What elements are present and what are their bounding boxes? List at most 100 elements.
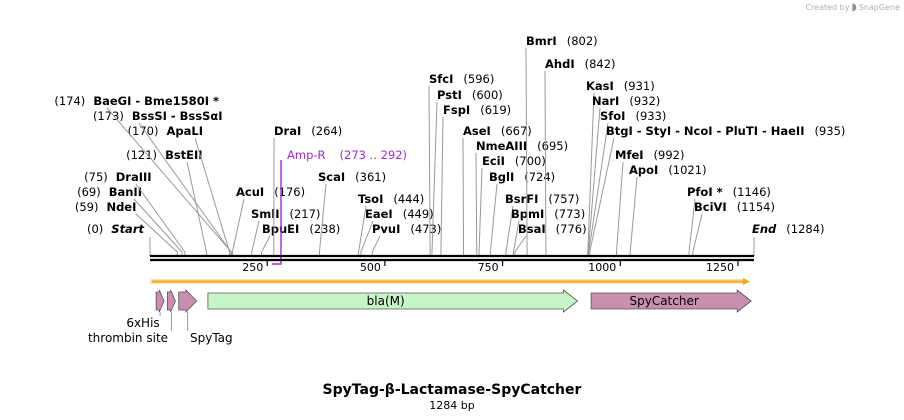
enzyme-site[interactable]: AcuI(176)	[231, 185, 305, 256]
feature-thrombin-site[interactable]: thrombin site	[88, 289, 176, 345]
primer-label[interactable]: Amp-R(273 .. 292)	[287, 148, 407, 162]
enzyme-name: FspI	[443, 103, 470, 117]
enzyme-site[interactable]: BmrI(802)	[525, 34, 598, 256]
enzyme-position: (176)	[274, 185, 305, 199]
enzyme-site[interactable]: NmeAIII (695)	[475, 139, 568, 256]
enzyme-label: MfeI(992)	[615, 148, 684, 162]
enzyme-label: EciI(700)	[482, 154, 546, 168]
enzyme-site[interactable]: SfcI(596)	[428, 72, 494, 256]
enzyme-leader-line	[692, 213, 703, 256]
enzyme-site[interactable]: FspI(619)	[440, 103, 511, 256]
enzyme-label: NmeAIII (695)	[476, 139, 568, 153]
enzyme-name: BanII	[109, 185, 142, 199]
enzyme-site[interactable]: (174)BaeGI - Bme1580I *	[54, 94, 232, 256]
enzyme-position: (1146)	[733, 185, 771, 199]
feature-spycatcher[interactable]: SpyCatcher	[590, 289, 752, 313]
ruler-tick-label: 1000	[588, 261, 616, 274]
enzyme-name: AhdI	[545, 57, 575, 71]
feature-spytag[interactable]: SpyTag	[178, 289, 233, 345]
enzyme-site[interactable]: BglI(724)	[489, 170, 555, 256]
enzyme-leader-line	[478, 167, 483, 256]
enzyme-position: (59)	[75, 200, 99, 214]
enzyme-site[interactable]: PfoI *(1146)	[687, 185, 771, 256]
enzyme-site[interactable]: PvuI(473)	[371, 222, 441, 256]
enzyme-site[interactable]: (0) Start	[87, 222, 151, 256]
enzyme-name: NarI	[592, 94, 619, 108]
enzyme-leader-line	[505, 205, 514, 256]
enzyme-name: NmeAIII	[476, 139, 527, 153]
enzyme-site[interactable]: BpmI (773)	[511, 207, 585, 256]
enzyme-label: NarI(932)	[592, 94, 660, 108]
enzyme-name: KasI	[586, 79, 614, 93]
enzyme-position: (173)	[93, 109, 124, 123]
snapgene-logo-icon: ◗	[851, 2, 857, 13]
enzyme-name: BciVI	[694, 200, 727, 214]
enzyme-site[interactable]: ScaI(361)	[318, 170, 386, 256]
enzyme-name: End	[752, 222, 777, 236]
primer-range: (273 .. 292)	[340, 148, 408, 162]
feature-bla-m-[interactable]: bla(M)	[207, 289, 579, 313]
enzyme-site[interactable]: PstI(600)	[431, 88, 503, 256]
enzyme-site[interactable]: MfeI(992)	[615, 148, 684, 256]
enzyme-name: BpmI	[511, 207, 544, 221]
enzyme-name: BglI	[489, 170, 514, 184]
enzyme-site[interactable]: DraI(264)	[273, 124, 342, 256]
enzyme-label: BpmI (773)	[511, 207, 585, 221]
enzyme-site[interactable]: EciI(700)	[478, 154, 546, 256]
enzyme-site[interactable]: BtgI - StyI - NcoI - PluTI - HaeII(935)	[589, 124, 846, 256]
enzyme-leader-line	[462, 137, 465, 256]
feature-arrow	[155, 289, 165, 313]
enzyme-label: TsoI(444)	[358, 192, 424, 206]
feature-6xhis[interactable]: 6xHis	[126, 289, 165, 330]
enzyme-site[interactable]: End(1284)	[752, 222, 825, 256]
enzyme-leader-line	[194, 137, 231, 256]
enzyme-position: (992)	[654, 148, 685, 162]
enzyme-site[interactable]: EaeI(449)	[360, 207, 434, 256]
enzyme-position: (238)	[309, 222, 340, 236]
enzyme-site[interactable]: (69)BanII	[77, 185, 183, 256]
feature-arrow	[207, 289, 579, 313]
enzyme-site[interactable]: BsaI(776)	[514, 222, 587, 256]
enzyme-leader-line	[251, 220, 260, 256]
enzyme-site[interactable]: (75)DraIII	[84, 170, 186, 256]
enzyme-site[interactable]: (170)ApaLI	[128, 124, 231, 256]
enzyme-position: (695)	[537, 139, 568, 153]
credit-prefix: Created by	[805, 3, 850, 12]
enzyme-name: ScaI	[318, 170, 345, 184]
enzyme-name: SfcI	[429, 72, 453, 86]
enzyme-site[interactable]: BciVI (1154)	[692, 200, 775, 256]
enzyme-name: BssSI - BssSαI	[132, 109, 223, 123]
enzyme-position: (933)	[635, 109, 666, 123]
enzyme-site[interactable]: SmlI(217)	[251, 207, 320, 256]
enzyme-site[interactable]: AhdI(842)	[544, 57, 616, 256]
enzyme-site[interactable]: (59)NdeI	[75, 200, 178, 256]
enzyme-name: Start	[111, 222, 144, 236]
enzyme-position: (773)	[554, 207, 585, 221]
enzyme-label: (69)BanII	[77, 185, 142, 199]
enzyme-label: (0) Start	[87, 222, 145, 236]
enzyme-leader-line	[512, 220, 520, 256]
enzyme-position: (600)	[472, 88, 503, 102]
enzyme-label: (173) BssSI - BssSαI	[93, 109, 223, 123]
enzyme-name: BsaI	[518, 222, 546, 236]
enzyme-site[interactable]: ApoI(1021)	[629, 163, 707, 256]
enzyme-position: (0)	[87, 222, 103, 236]
enzyme-site[interactable]: TsoI(444)	[358, 192, 424, 256]
enzyme-site[interactable]: BsrFI(757)	[505, 192, 579, 256]
enzyme-position: (802)	[567, 34, 598, 48]
enzyme-position: (1021)	[668, 163, 706, 177]
sequence-title: SpyTag-β-Lactamase-SpyCatcher	[323, 382, 582, 398]
ruler-tick-label: 750	[478, 261, 499, 274]
feature-arrow	[178, 289, 198, 313]
enzyme-site[interactable]: (121)BstEII	[126, 148, 207, 256]
enzyme-site[interactable]: SfoI(933)	[588, 109, 667, 256]
enzyme-site[interactable]: AseI(667)	[462, 124, 532, 256]
enzyme-label: BsaI(776)	[518, 222, 587, 236]
primer-amp-r: Amp-R(273 .. 292)	[272, 148, 407, 265]
enzyme-name: EaeI	[365, 207, 393, 221]
enzyme-label: (121)BstEII	[126, 148, 202, 162]
enzyme-position: (1154)	[737, 200, 775, 214]
orf-arrowhead	[743, 278, 750, 285]
